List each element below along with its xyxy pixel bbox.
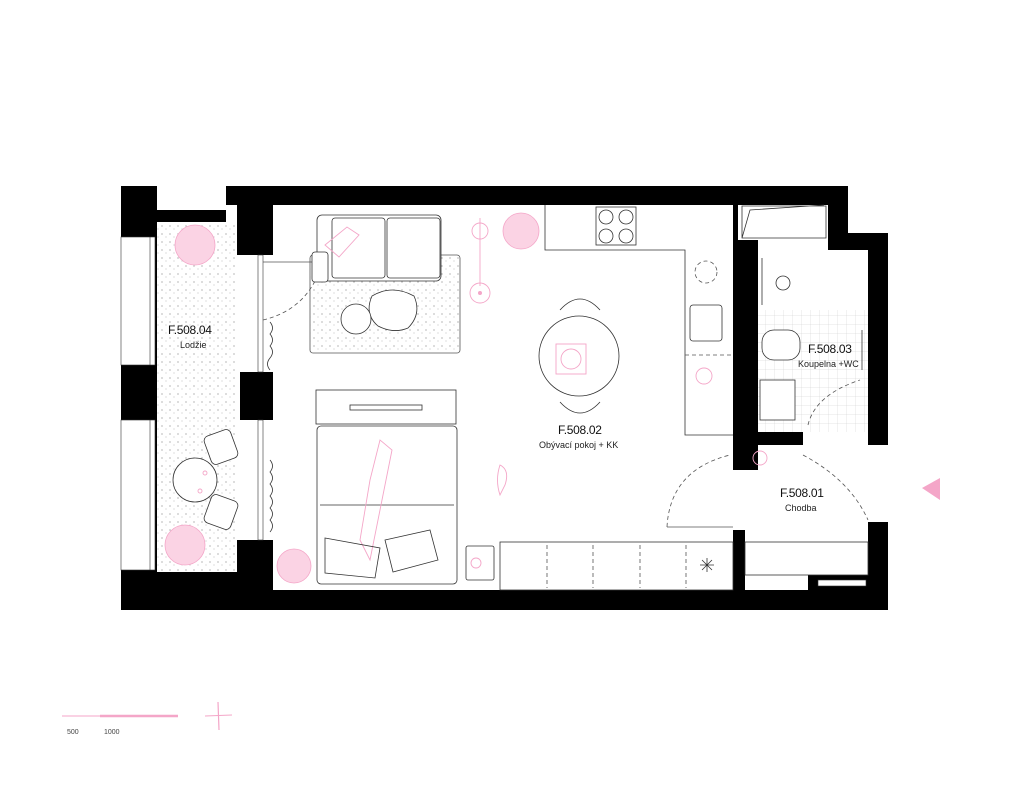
closet bbox=[741, 204, 827, 239]
section-marker-triangle-icon bbox=[922, 478, 940, 500]
north-cross-icon bbox=[204, 701, 233, 731]
room-code: F.508.04 bbox=[168, 323, 212, 337]
wardrobe bbox=[499, 541, 869, 591]
dining-table bbox=[538, 298, 620, 414]
room-label-hallway: F.508.01 Chodba bbox=[780, 486, 825, 513]
room-name: Chodba bbox=[785, 503, 817, 513]
curtain bbox=[267, 321, 273, 371]
plants bbox=[164, 212, 540, 584]
bed bbox=[315, 389, 458, 585]
coffee-table bbox=[368, 289, 418, 331]
room-name: Koupelna +WC bbox=[798, 359, 859, 369]
scale-label: 500 bbox=[67, 729, 79, 736]
hall-door-swing bbox=[802, 454, 869, 521]
sofa bbox=[311, 214, 442, 283]
bathroom-fixtures bbox=[752, 258, 863, 466]
floor-lamp bbox=[469, 218, 491, 304]
room-name: Obývací pokoj + KK bbox=[539, 440, 618, 450]
room-label-bathroom: F.508.03 Koupelna +WC bbox=[798, 342, 859, 369]
room-label-living: F.508.02 Obývací pokoj + KK bbox=[539, 423, 618, 450]
room-label-loggia: F.508.04 Lodžie bbox=[168, 323, 213, 350]
bath-door-swing bbox=[807, 379, 861, 426]
nightstand bbox=[465, 545, 495, 581]
entry-door-swing bbox=[666, 454, 731, 528]
curtain bbox=[269, 459, 273, 533]
kitchen bbox=[544, 205, 733, 436]
room-code: F.508.03 bbox=[808, 342, 852, 356]
nightstand-lamp bbox=[470, 557, 482, 569]
room-code: F.508.01 bbox=[780, 486, 824, 500]
loggia-table-set bbox=[172, 429, 239, 530]
scale-label: 1000 bbox=[104, 729, 120, 736]
scale-bar: 500 1000 bbox=[62, 714, 178, 736]
windows bbox=[120, 236, 867, 587]
side-table bbox=[340, 303, 372, 335]
cat bbox=[497, 464, 508, 497]
room-name: Lodžie bbox=[180, 340, 207, 350]
room-code: F.508.02 bbox=[558, 423, 602, 437]
